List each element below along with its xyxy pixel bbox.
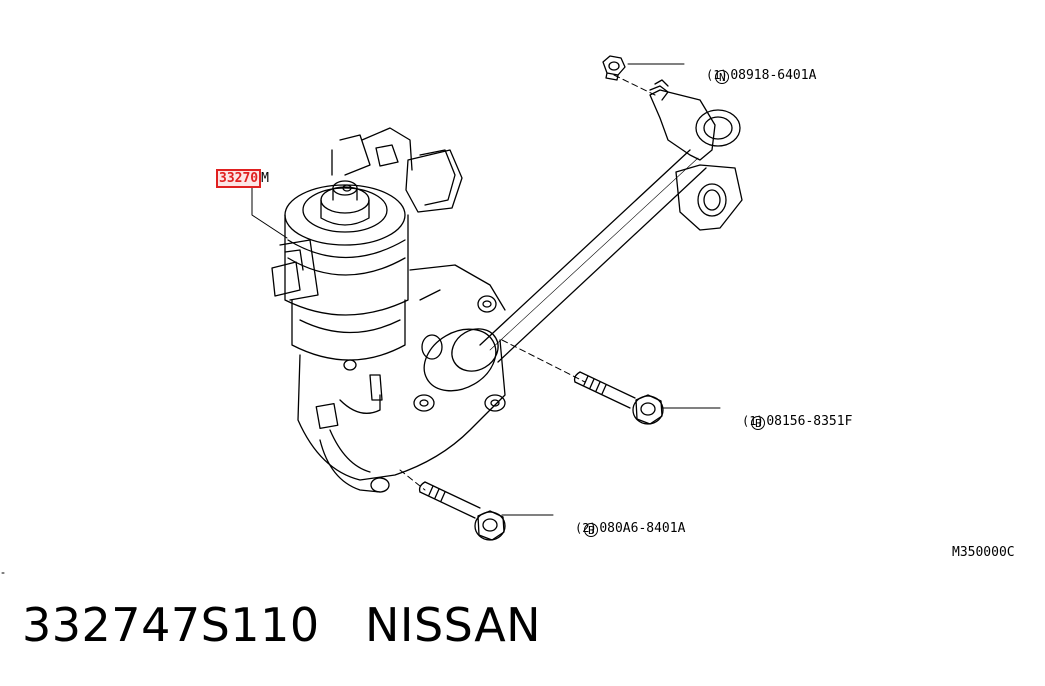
callout-quantity: (2) bbox=[575, 521, 597, 535]
callout-marker: B bbox=[584, 523, 599, 537]
caption: 332747S110 NISSAN bbox=[22, 598, 541, 652]
nut-icon bbox=[602, 55, 626, 81]
stay-rod bbox=[479, 149, 707, 363]
callout-marker: N bbox=[715, 70, 730, 84]
callout-marker: B bbox=[751, 416, 766, 430]
bolt-icon bbox=[418, 481, 506, 541]
callout-code[interactable]: 08918-6401A bbox=[730, 68, 817, 83]
upper-bushing-bracket bbox=[649, 79, 743, 231]
actuator-motor bbox=[271, 127, 506, 493]
caption-brand: NISSAN bbox=[364, 598, 542, 652]
leader-lines bbox=[251, 63, 721, 516]
alignment-dashes bbox=[399, 74, 656, 491]
caption-part-number: 332747S110 bbox=[22, 598, 320, 652]
diagram-code: M350000C bbox=[952, 545, 1015, 560]
callout-quantity: (1) bbox=[706, 68, 728, 82]
bolt-icon bbox=[573, 371, 664, 425]
callout-quantity: (1) bbox=[742, 414, 764, 428]
lower-bushing bbox=[421, 328, 499, 392]
callout-code[interactable]: 08156-8351F bbox=[766, 414, 853, 429]
transfer-actuator-illustration bbox=[1, 55, 743, 574]
part-reference-suffix: M bbox=[261, 171, 269, 186]
callout-code[interactable]: 080A6-8401A bbox=[599, 521, 686, 536]
part-reference-number[interactable]: 33270 bbox=[216, 169, 262, 188]
